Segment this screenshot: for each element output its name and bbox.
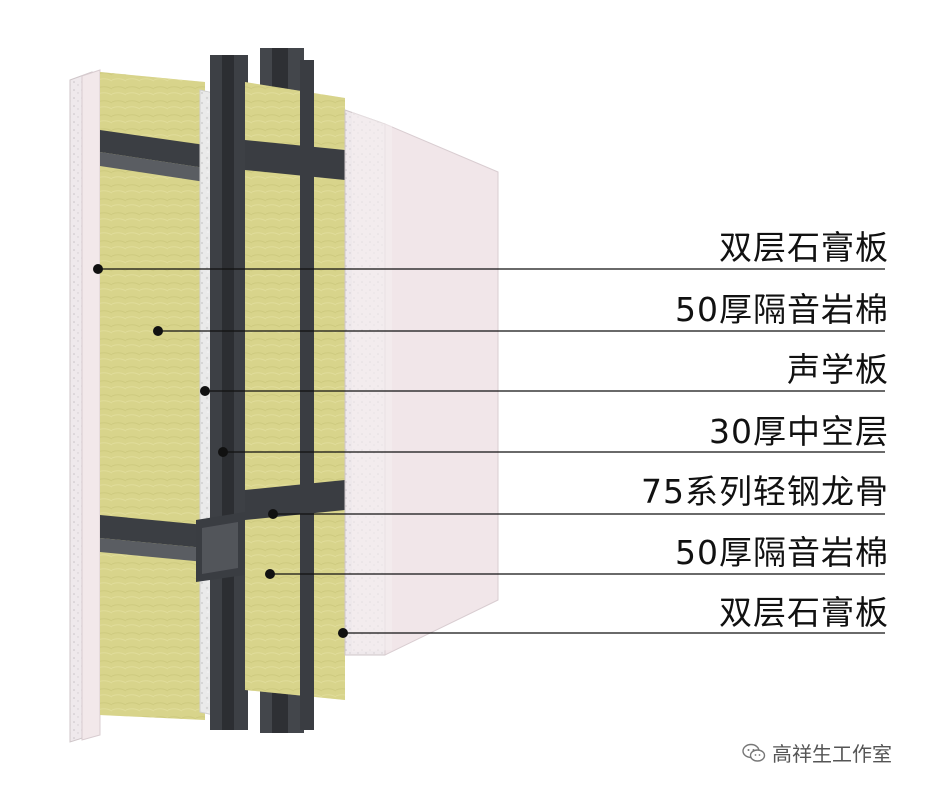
label-acoustic-board: 声学板 bbox=[787, 350, 889, 389]
label-double-gypsum-back: 双层石膏板 bbox=[719, 228, 889, 267]
label-air-gap: 30厚中空层 bbox=[709, 412, 889, 451]
label-double-gypsum-front: 双层石膏板 bbox=[719, 593, 889, 632]
wechat-icon bbox=[742, 743, 766, 762]
label-steel-stud: 75系列轻钢龙骨 bbox=[641, 472, 889, 511]
leader-dot-5 bbox=[268, 509, 278, 519]
label-rockwool-back: 50厚隔音岩棉 bbox=[675, 290, 889, 329]
watermark: 高祥生工作室 bbox=[742, 738, 892, 767]
leader-dot-6 bbox=[265, 569, 275, 579]
leader-dot-7 bbox=[338, 628, 348, 638]
leader-dot-4 bbox=[218, 447, 228, 457]
front-gypsum-board bbox=[344, 109, 499, 656]
label-rockwool-front: 50厚隔音岩棉 bbox=[675, 533, 889, 572]
back-steel-channels bbox=[100, 130, 205, 562]
watermark-text: 高祥生工作室 bbox=[772, 742, 892, 766]
leader-dot-2 bbox=[153, 326, 163, 336]
leader-lines bbox=[93, 264, 885, 638]
leader-dot-3 bbox=[200, 386, 210, 396]
back-gypsum-board bbox=[69, 69, 101, 743]
leader-dot-1 bbox=[93, 264, 103, 274]
